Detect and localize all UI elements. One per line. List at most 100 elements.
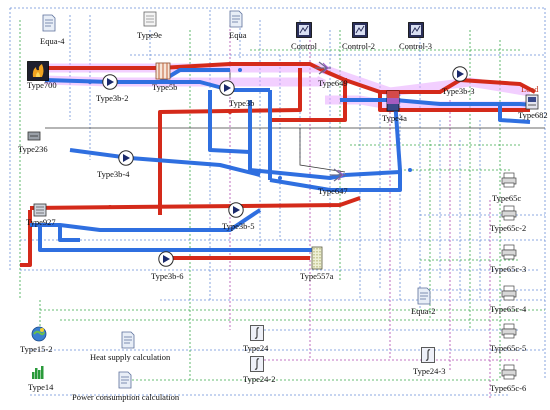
type15-2-label: Type15-2 <box>20 344 53 354</box>
equation-icon <box>118 371 132 389</box>
load-label: Load <box>521 84 539 94</box>
type24-2-block[interactable] <box>250 356 264 377</box>
borehole-icon <box>311 246 323 270</box>
type15-2-block[interactable] <box>31 326 47 347</box>
type3b-block[interactable] <box>219 80 235 101</box>
type557a-block[interactable] <box>311 246 323 275</box>
type65c-5-block[interactable] <box>501 323 517 344</box>
flow-markers-hot <box>108 62 422 260</box>
pump-icon <box>158 251 174 267</box>
pump-icon <box>219 80 235 96</box>
type24-2-label: Type24-2 <box>243 374 276 384</box>
control-3-label: Control-3 <box>399 41 433 51</box>
pump-icon <box>452 66 468 82</box>
type3b-2-label: Type3b-2 <box>96 93 129 103</box>
load-profile-icon <box>32 366 44 379</box>
boiler-icon <box>27 61 49 81</box>
equa-label: Equa <box>229 30 247 40</box>
integrator-icon <box>421 347 435 363</box>
type3b-3-block[interactable] <box>452 66 468 87</box>
printer-icon <box>501 205 517 221</box>
heat-supply-calculation-block[interactable] <box>121 331 135 354</box>
heat-supply-calculation-label: Heat supply calculation <box>90 352 171 362</box>
load-profile-icon <box>525 94 539 110</box>
type65c-4-block[interactable] <box>501 285 517 306</box>
printer-icon <box>501 323 517 339</box>
type3b-2-block[interactable] <box>102 74 118 95</box>
type700-block[interactable] <box>27 61 49 86</box>
printer-icon <box>501 364 517 380</box>
pump-icon <box>102 74 118 90</box>
control-block[interactable] <box>296 22 312 43</box>
signal-lines <box>9 7 546 400</box>
equa-4-block[interactable] <box>42 14 56 37</box>
type65c-2-block[interactable] <box>501 205 517 226</box>
type3b-4-block[interactable] <box>118 150 134 171</box>
type3b-6-label: Type3b-6 <box>151 271 184 281</box>
type3b-5-block[interactable] <box>228 202 244 223</box>
type24-block[interactable] <box>250 325 264 346</box>
type24-3-block[interactable] <box>421 347 435 368</box>
type65c-3-label: Type65c-3 <box>490 264 527 274</box>
type236-label: Type236 <box>18 144 48 154</box>
type647-block[interactable] <box>329 167 347 188</box>
type65c-block[interactable] <box>501 172 517 193</box>
type5b-block[interactable] <box>155 62 171 85</box>
equa-2-label: Equa-2 <box>411 306 436 316</box>
printer-icon <box>501 285 517 301</box>
data-reader-icon <box>143 11 157 27</box>
type700-label: Type700 <box>27 80 57 90</box>
type236-block[interactable] <box>27 128 41 146</box>
type9e-block[interactable] <box>143 11 157 32</box>
type5b-label: Type5b <box>152 82 178 92</box>
equation-icon <box>121 331 135 349</box>
control-3-block[interactable] <box>408 22 424 43</box>
type65c-label: Type65c <box>492 193 522 203</box>
type4a-block[interactable] <box>386 90 400 117</box>
controller-icon <box>352 22 368 38</box>
type649-label: Type649 <box>318 78 348 88</box>
type557a-label: Type557a <box>300 271 334 281</box>
equa-block[interactable] <box>229 10 243 33</box>
type4a-label: Type4a <box>382 113 407 123</box>
type647-label: Type647 <box>318 186 348 196</box>
power-consumption-calculation-block[interactable] <box>118 371 132 394</box>
type14-block[interactable] <box>31 364 45 385</box>
type9e-label: Type9e <box>137 30 162 40</box>
type3b-6-block[interactable] <box>158 251 174 272</box>
type65c-4-label: Type65c-4 <box>490 304 527 314</box>
control-2-block[interactable] <box>352 22 368 43</box>
power-consumption-calculation-label: Power consumption calculation <box>72 392 180 402</box>
type927-block[interactable] <box>33 203 47 222</box>
weather-icon <box>31 326 47 342</box>
flow-markers <box>88 68 472 252</box>
control-2-label: Control-2 <box>342 41 376 51</box>
printer-icon <box>501 244 517 260</box>
type24-label: Type24 <box>243 343 269 353</box>
type65c-6-block[interactable] <box>501 364 517 385</box>
heat-pump-icon <box>27 131 41 141</box>
type682-block[interactable] <box>525 94 539 115</box>
equa-4-label: Equa-4 <box>40 36 65 46</box>
type65c-3-block[interactable] <box>501 244 517 265</box>
printer-icon <box>501 172 517 188</box>
equation-icon <box>417 287 431 305</box>
controller-icon <box>408 22 424 38</box>
cold-water-pipes <box>30 68 536 252</box>
tank-icon <box>386 90 400 112</box>
type65c-2-label: Type65c-2 <box>490 223 527 233</box>
equation-icon <box>229 10 243 28</box>
heat-pump-icon <box>33 203 47 217</box>
valve-icon <box>315 61 331 75</box>
type649-block[interactable] <box>314 60 332 81</box>
type3b-4-label: Type3b-4 <box>97 169 130 179</box>
integrator-icon <box>250 325 264 341</box>
type14-label: Type14 <box>28 382 54 392</box>
equa-2-block[interactable] <box>417 287 431 310</box>
controller-icon <box>296 22 312 38</box>
type3b-label: Type3b <box>229 98 255 108</box>
type927-label: Type927 <box>26 217 56 227</box>
integrator-icon <box>250 356 264 372</box>
